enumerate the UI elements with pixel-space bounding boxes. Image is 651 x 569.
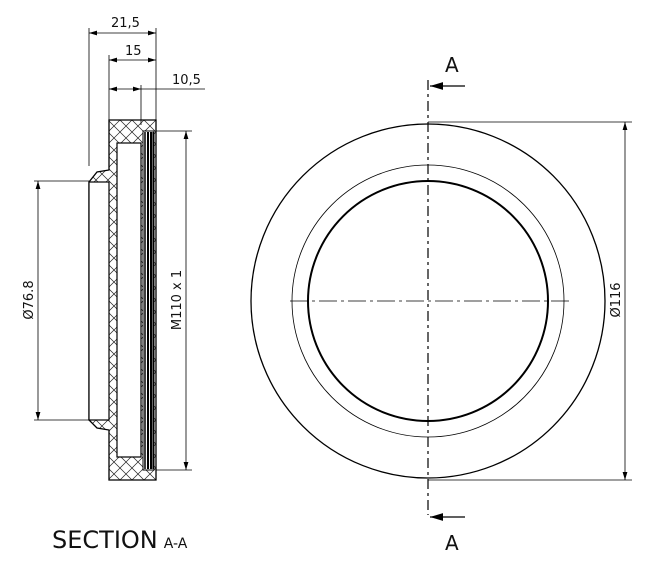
section-inner-recess — [116, 142, 142, 458]
front-view — [250, 80, 632, 521]
dimension-lines — [34, 28, 205, 471]
section-bore — [88, 181, 110, 421]
dim-thread: M110 x 1 — [170, 270, 185, 330]
thread-lines — [144, 132, 154, 469]
section-view: 21,5 15 10,5 Ø76.8 M110 x 1 SECTION A-A — [22, 16, 205, 554]
section-label-bottom: A — [445, 531, 459, 555]
dim-thread-offset: 10,5 — [172, 73, 201, 88]
section-label-top: A — [445, 53, 459, 77]
dim-outer-diameter: Ø116 — [609, 282, 624, 317]
section-title: SECTION A-A — [52, 526, 188, 554]
dim-body-width: 15 — [125, 44, 142, 59]
dim-bore-diameter: Ø76.8 — [22, 280, 37, 319]
section-title-text: SECTION — [52, 526, 158, 554]
section-title-suffix: A-A — [164, 536, 188, 552]
dim-overall-width: 21,5 — [111, 16, 140, 31]
